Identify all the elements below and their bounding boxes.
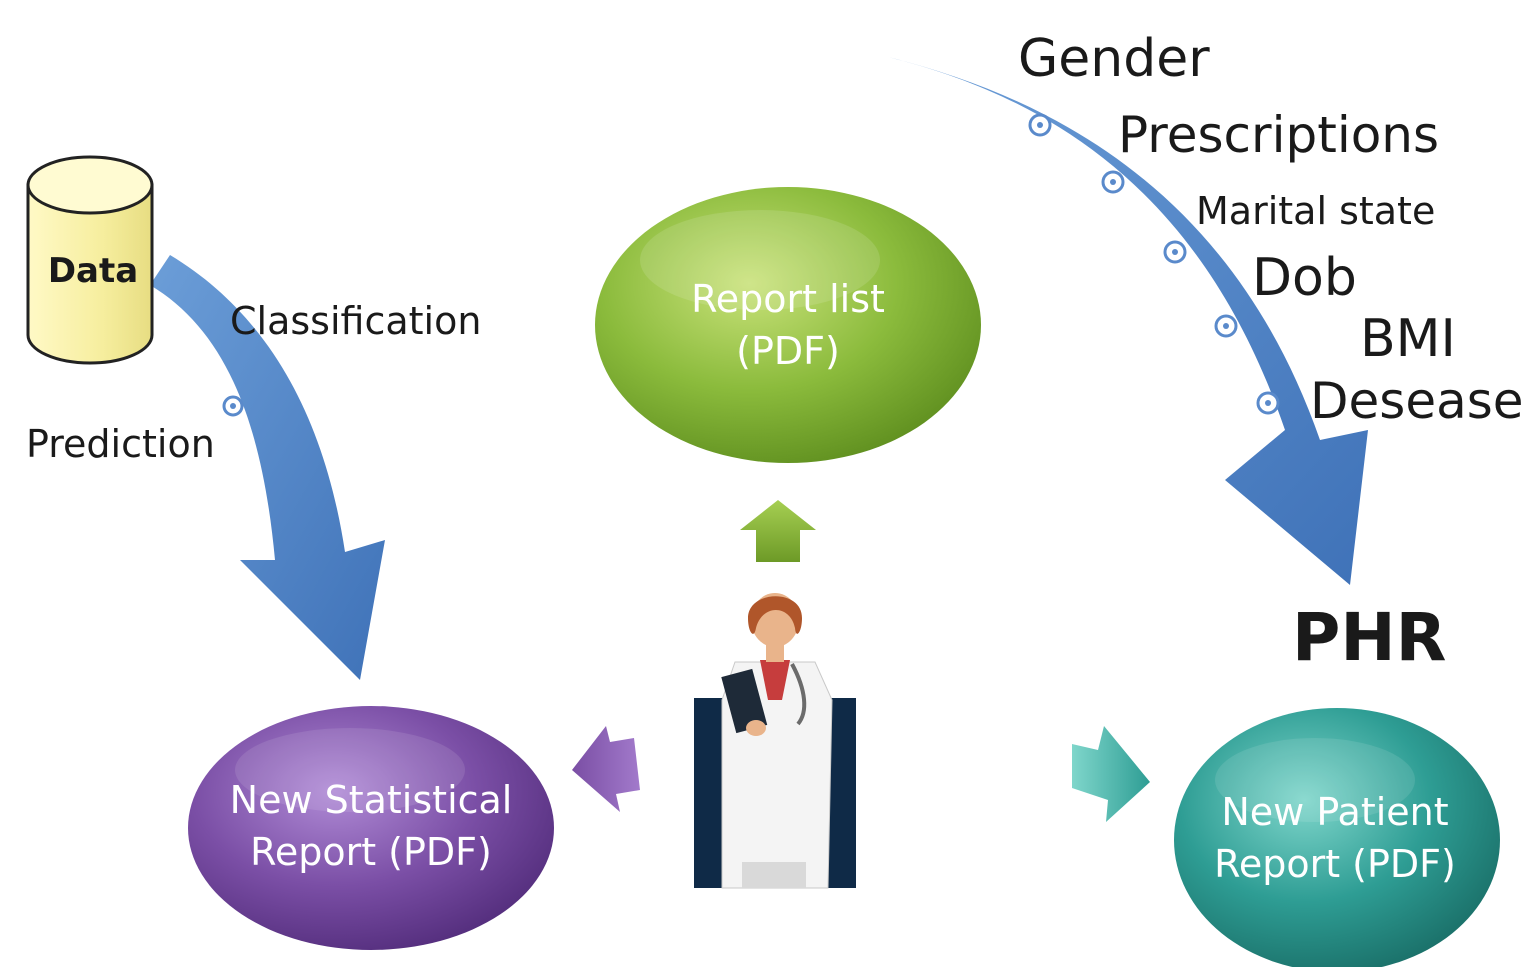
statistical-report-format: Report (PDF) — [250, 830, 492, 874]
field-bmi: BMI — [1360, 309, 1456, 369]
data-to-statistical-flow-arrow — [150, 255, 385, 680]
patient-report-title: New Patient — [1221, 790, 1448, 834]
patient-report-format: Report (PDF) — [1214, 842, 1456, 886]
database-cylinder-icon — [26, 155, 154, 365]
field-dob: Dob — [1252, 248, 1357, 308]
field-marital-state: Marital state — [1196, 189, 1435, 233]
phr-label: PHR — [1292, 599, 1446, 676]
classification-label: Classification — [230, 299, 481, 343]
arrow-to-patient-report — [1072, 726, 1150, 822]
report-list-node: Report list (PDF) — [595, 187, 981, 463]
flow-point-marker-center — [230, 403, 236, 409]
field-gender: Gender — [1018, 29, 1210, 89]
patient-report-node: New Patient Report (PDF) — [1174, 708, 1500, 967]
up-arrow-to-report-list — [740, 500, 816, 562]
statistical-report-title: New Statistical — [230, 778, 513, 822]
prediction-label: Prediction — [26, 422, 215, 466]
field-prescriptions: Prescriptions — [1118, 106, 1439, 164]
statistical-report-node: New Statistical Report (PDF) — [188, 706, 554, 950]
field-deseases: Deseases — [1310, 372, 1524, 430]
report-list-title: Report list — [691, 277, 885, 321]
arrow-to-statistical-report — [572, 726, 640, 812]
data-label: Data — [48, 251, 138, 291]
doctor-figure-icon — [694, 593, 856, 889]
fields-to-phr-flow-arrow — [880, 55, 1368, 585]
field-markers — [1028, 113, 1280, 415]
report-list-format: (PDF) — [736, 329, 840, 373]
